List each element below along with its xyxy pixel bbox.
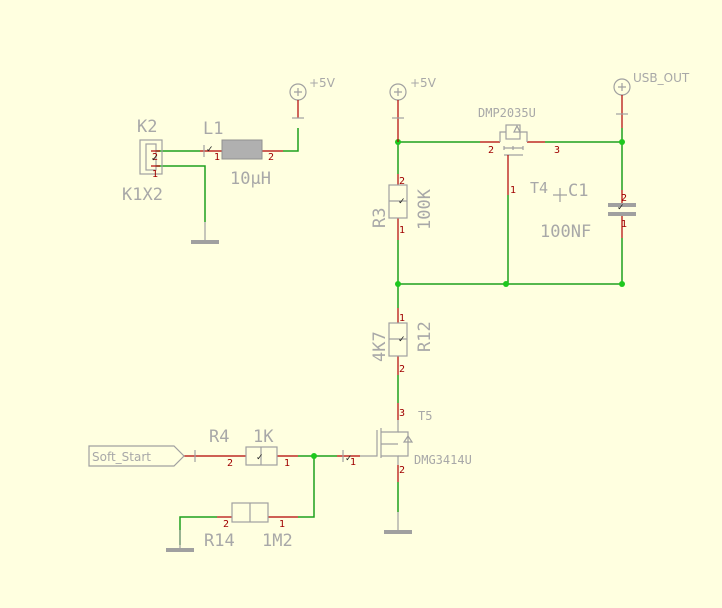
inductor-pin-2-label: 2: [268, 152, 274, 163]
resistor-pin-1-label: 1: [284, 458, 290, 469]
inductor-l1[interactable]: ✓ 1 2 L1 10µH: [200, 119, 283, 189]
crosshair-icon: [553, 188, 567, 202]
capacitor-plate-top: [608, 203, 636, 207]
power-usb-out[interactable]: USB_OUT: [613, 71, 690, 128]
mosfet-pin-1-label: 1: [350, 457, 356, 468]
mosfet-body-frame: [505, 124, 521, 140]
part-value: 1K: [253, 427, 274, 447]
part-ref: K2: [137, 117, 157, 137]
resistor-pin-2-label: 2: [399, 176, 405, 187]
part-ref: T4: [530, 179, 548, 197]
part-value: 1M2: [262, 531, 293, 551]
inductor-body: [221, 139, 263, 160]
part-ref: T5: [418, 409, 432, 423]
wire-l1-5v[interactable]: [283, 128, 299, 152]
inductor-pin-1-label: 1: [214, 152, 220, 163]
ground-t5[interactable]: [384, 512, 412, 534]
capacitor-plate-bottom: [608, 212, 636, 216]
resistor-r12[interactable]: ✓ 1 2 4K7 R12: [370, 308, 435, 375]
check-mark-icon: ✓: [617, 203, 625, 213]
mosfet-pin-3-label: 3: [399, 408, 405, 419]
junction-rail-right: [619, 281, 625, 287]
wire-k2-gnd[interactable]: [156, 165, 206, 222]
mosfet-gate-lead: [360, 430, 378, 457]
mosfet-pin-3-label: 3: [554, 145, 560, 156]
net-label-flag: [88, 445, 185, 467]
ground-k2[interactable]: [191, 222, 219, 244]
resistor-r3[interactable]: ✓ 2 1 R3 100K: [370, 174, 435, 240]
mosfet-pin-2-label: 2: [488, 145, 494, 156]
part-value: 100K: [415, 188, 435, 230]
mosfet-pin-2-label: 2: [399, 465, 405, 476]
wires: [156, 128, 623, 545]
part-value: 100NF: [540, 222, 591, 242]
part-ref: R12: [415, 321, 435, 352]
resistor-r14[interactable]: 2 1 R14 1M2: [204, 502, 298, 551]
part-ref: R3: [370, 208, 390, 228]
connector-pin-2-label: 2: [152, 152, 158, 163]
resistor-r4[interactable]: ✓ 2 1 R4 1K: [184, 427, 298, 469]
power-label: +5V: [309, 76, 336, 90]
junction-r4-node: [311, 453, 317, 459]
power-5v-left[interactable]: +5V: [289, 76, 336, 119]
junction-rail-left: [395, 281, 401, 287]
capacitor-pin-2-label: 2: [621, 193, 627, 204]
mosfet-dmp2035u[interactable]: DMP2035U 2 3 1 T4: [478, 106, 560, 197]
check-mark-icon: ✓: [206, 145, 214, 155]
ground-r14[interactable]: [166, 530, 194, 552]
power-plus-icon: [294, 88, 302, 96]
mosfet-drain-lead: [499, 131, 506, 142]
mosfet-source-lead: [520, 131, 528, 142]
part-ref: R4: [209, 427, 229, 447]
connector-k2[interactable]: 2 1 ✓ K2 K1X2: [122, 117, 163, 205]
ground-bar-icon: [384, 530, 412, 534]
mosfet-channel: [503, 146, 524, 150]
junction-rail-gate: [503, 281, 509, 287]
part-value: 10µH: [230, 169, 271, 189]
connector-body: [139, 139, 163, 175]
mosfet-body-diode: [398, 431, 409, 457]
junction-usb: [619, 139, 625, 145]
resistor-pin-2-label: 2: [227, 458, 233, 469]
junctions: [311, 139, 625, 459]
resistor-pin-2-label: 2: [223, 519, 229, 530]
capacitor-pin-1-label: 1: [621, 219, 627, 230]
mosfet-arrow-icon: [402, 434, 414, 443]
power-label: +5V: [410, 76, 437, 90]
part-ref: C1: [568, 181, 588, 201]
resistor-pin-1-label: 1: [279, 519, 285, 530]
check-mark-icon: ✓: [398, 335, 406, 345]
part-value: DMP2035U: [478, 106, 536, 120]
power-label: USB_OUT: [633, 71, 690, 85]
mosfet-arrow-icon: [513, 124, 521, 133]
net-label-text: Soft_Start: [92, 450, 151, 464]
check-mark-icon: ✓: [151, 154, 159, 164]
net-label-soft-start[interactable]: Soft_Start: [88, 445, 185, 467]
connector-inner: [145, 143, 157, 171]
part-value: 4K7: [370, 331, 390, 362]
part-value: K1X2: [122, 185, 163, 205]
ground-bar-icon: [191, 240, 219, 244]
connector-pin-1-label: 1: [152, 169, 158, 180]
power-plus-icon: [618, 83, 626, 91]
check-mark-icon: ✓: [398, 197, 406, 207]
ground-bar-icon: [166, 548, 194, 552]
resistor-pin-1-label: 1: [399, 225, 405, 236]
capacitor-c1[interactable]: ✓ 2 1 C1 100NF: [540, 181, 636, 242]
power-5v-mid[interactable]: +5V: [389, 76, 437, 142]
power-plus-icon: [394, 88, 402, 96]
wire-node-r14[interactable]: [298, 456, 315, 518]
mosfet-channel: [380, 420, 399, 465]
part-value: DMG3414U: [414, 453, 472, 467]
check-mark-icon: ✓: [256, 453, 264, 463]
check-mark-icon: ✓: [345, 454, 353, 464]
part-ref: L1: [203, 119, 223, 139]
mosfet-pin-1-label: 1: [510, 185, 516, 196]
mosfet-t5[interactable]: ✓ 3 2 1 T5 DMG3414U: [337, 403, 472, 482]
part-ref: R14: [204, 531, 235, 551]
resistor-pin-1-label: 1: [399, 313, 405, 324]
resistor-pin-2-label: 2: [399, 364, 405, 375]
